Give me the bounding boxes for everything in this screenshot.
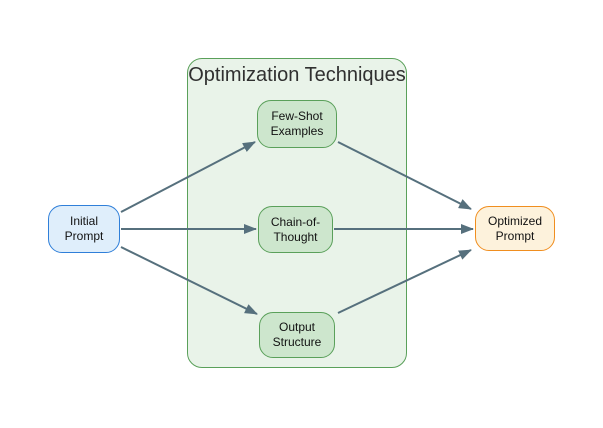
node-label-line: Thought — [273, 229, 318, 244]
node-few-shot-examples: Few-Shot Examples — [257, 100, 337, 148]
edge-output-to-optimized — [337, 249, 472, 314]
node-optimized-prompt: Optimized Prompt — [475, 206, 555, 251]
node-label-line: Few-Shot — [271, 109, 323, 123]
node-initial-prompt: Initial Prompt — [48, 205, 120, 253]
node-chain-of-thought: Chain-of- Thought — [258, 206, 333, 253]
node-label-line: Prompt — [495, 228, 535, 243]
edge-initial-to-fewshot — [120, 141, 256, 213]
node-label-line: Optimized — [487, 213, 543, 228]
node-label-line: Initial — [69, 214, 98, 228]
node-label-line: Output — [278, 320, 316, 334]
node-label-line: Chain-of- — [270, 214, 321, 229]
node-output-structure: Output Structure — [259, 312, 335, 358]
edge-fewshot-to-optimized — [337, 141, 472, 210]
node-label-line: Structure — [272, 335, 322, 349]
node-label-line: Prompt — [64, 229, 104, 243]
edge-initial-to-output — [120, 246, 258, 315]
node-label-line: Examples — [270, 124, 324, 138]
group-title: Optimization Techniques — [188, 64, 406, 86]
